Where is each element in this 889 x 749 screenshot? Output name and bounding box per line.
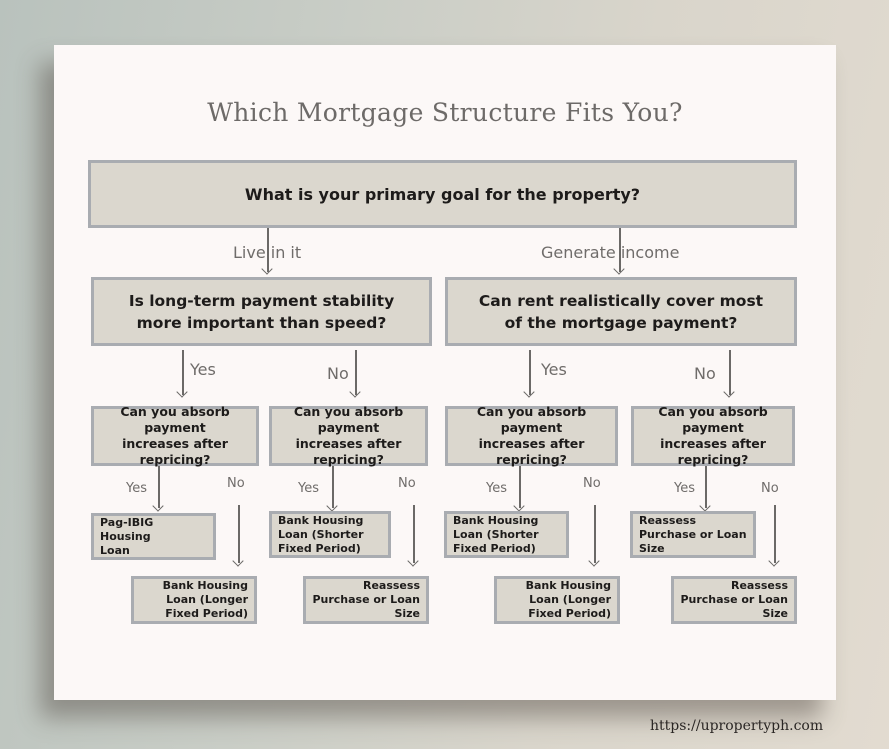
repricing-question-box-1: Can you absorb payment increases after r… — [91, 404, 259, 467]
result-bank-loan-longer-2: Bank Housing Loan (Longer Fixed Period) — [494, 576, 620, 624]
result-text: Reassess Purchase or Loan Size — [680, 579, 788, 620]
label-b4-yes: Yes — [674, 481, 695, 496]
connector-live-no — [355, 350, 357, 395]
connector-income-no — [729, 350, 731, 395]
result-text: Bank Housing Loan (Longer Fixed Period) — [525, 579, 611, 620]
repricing-question-box-4: Can you absorb payment increases after r… — [631, 404, 795, 467]
repricing-question-text-3: Can you absorb payment increases after r… — [476, 404, 587, 467]
repricing-question-box-3: Can you absorb payment increases after r… — [445, 404, 618, 467]
label-b3-yes: Yes — [486, 481, 507, 496]
connector-income — [619, 228, 621, 272]
result-reassess-1: Reassess Purchase or Loan Size — [303, 576, 429, 624]
label-b3-no: No — [583, 476, 601, 491]
label-b2-yes: Yes — [298, 481, 319, 496]
connector-b2-no — [413, 505, 415, 563]
connector-b4-no — [774, 505, 776, 563]
branch-label-income: Generate income — [541, 243, 680, 262]
label-live-yes: Yes — [190, 360, 216, 379]
result-bank-loan-shorter-1: Bank Housing Loan (Shorter Fixed Period) — [269, 511, 391, 558]
result-bank-loan-shorter-2: Bank Housing Loan (Shorter Fixed Period) — [444, 511, 569, 558]
repricing-question-text-1: Can you absorb payment increases after r… — [120, 404, 230, 467]
repricing-question-text-4: Can you absorb payment increases after r… — [658, 404, 768, 467]
label-income-yes: Yes — [541, 360, 567, 379]
repricing-question-text-2: Can you absorb payment increases after r… — [293, 404, 404, 467]
branch-label-live: Live in it — [233, 243, 302, 262]
connector-b1-yes — [158, 466, 160, 508]
diagram-title: Which Mortgage Structure Fits You? — [207, 98, 683, 127]
result-text: Bank Housing Loan (Shorter Fixed Period) — [278, 513, 364, 555]
label-b2-no: No — [398, 476, 416, 491]
label-b1-yes: Yes — [126, 481, 147, 496]
label-income-no: No — [694, 364, 716, 383]
label-b4-no: No — [761, 481, 779, 496]
result-text: Bank Housing Loan (Shorter Fixed Period) — [453, 513, 539, 555]
result-reassess-3: Reassess Purchase or Loan Size — [671, 576, 797, 624]
connector-b3-no — [594, 505, 596, 563]
repricing-question-box-2: Can you absorb payment increases after r… — [269, 404, 428, 467]
result-text: Pag-IBIG Housing Loan — [100, 515, 154, 557]
stability-question-box: Is long-term payment stability more impo… — [91, 277, 432, 346]
result-text: Bank Housing Loan (Longer Fixed Period) — [162, 579, 248, 620]
stability-question-text: Is long-term payment stability more impo… — [128, 291, 395, 332]
root-question-text: What is your primary goal for the proper… — [244, 184, 641, 204]
root-question-box: What is your primary goal for the proper… — [88, 160, 797, 228]
result-bank-loan-longer-1: Bank Housing Loan (Longer Fixed Period) — [131, 576, 257, 624]
connector-b1-no — [238, 505, 240, 563]
result-pagibig-housing-loan: Pag-IBIG Housing Loan — [91, 513, 216, 560]
source-url: https://upropertyph.com — [650, 718, 824, 734]
label-b1-no: No — [227, 476, 245, 491]
rent-question-text: Can rent realistically cover most of the… — [478, 291, 764, 332]
label-live-no: No — [327, 364, 349, 383]
result-reassess-2: Reassess Purchase or Loan Size — [630, 511, 756, 558]
connector-b4-yes — [705, 466, 707, 508]
connector-income-yes — [529, 350, 531, 395]
rent-question-box: Can rent realistically cover most of the… — [445, 277, 797, 346]
connector-live — [267, 228, 269, 272]
connector-b2-yes — [332, 466, 334, 508]
connector-live-yes — [182, 350, 184, 395]
result-text: Reassess Purchase or Loan Size — [312, 579, 420, 620]
connector-b3-yes — [519, 466, 521, 508]
result-text: Reassess Purchase or Loan Size — [639, 513, 747, 555]
